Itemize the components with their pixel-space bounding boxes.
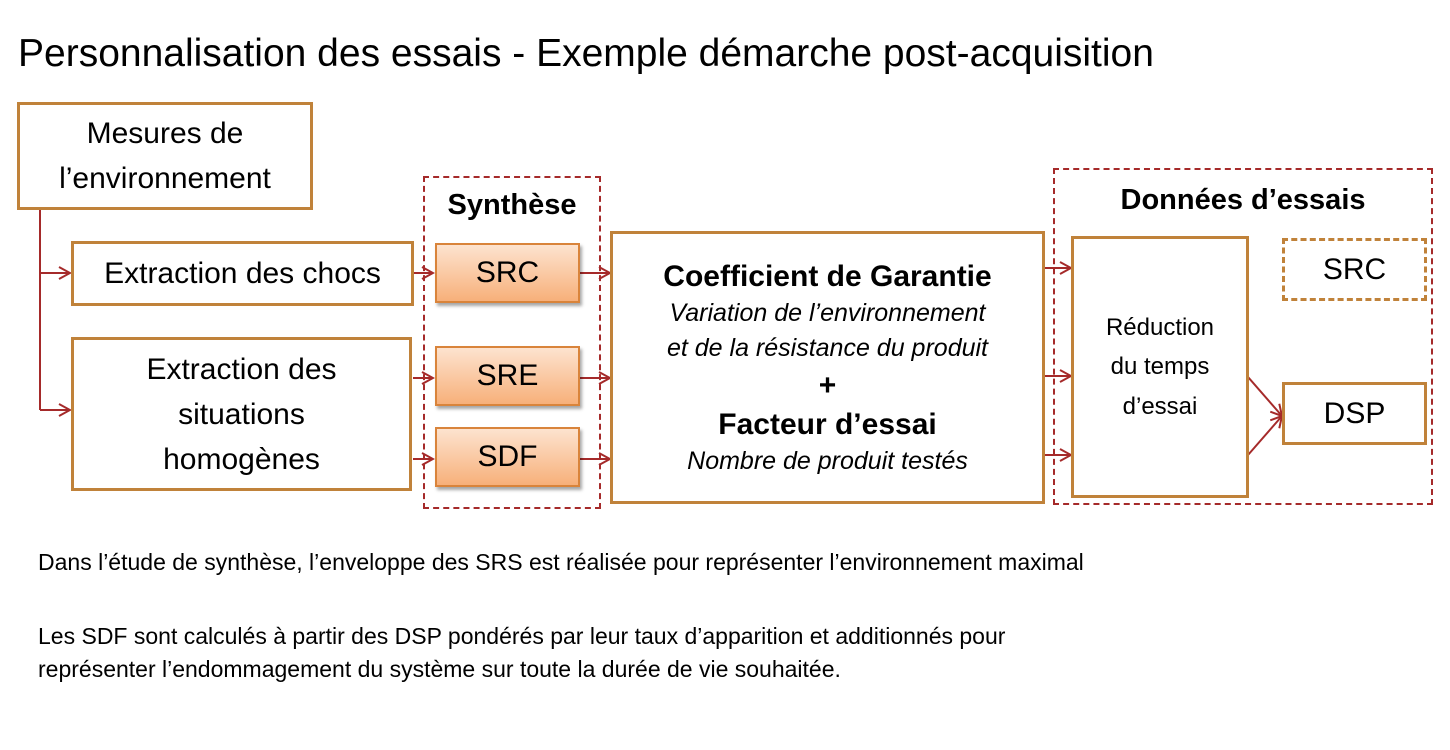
coefficient-line-1: Variation de l’environnement: [669, 298, 986, 327]
mesures-environnement-box: Mesures de l’environnement: [17, 102, 313, 210]
note-synthese: Dans l’étude de synthèse, l’enveloppe de…: [38, 549, 1084, 575]
extraction-chocs-label: Extraction des chocs: [104, 257, 381, 290]
synthese-label: Synthèse: [447, 189, 577, 221]
plus-sign: +: [818, 368, 837, 402]
synthese-sre: SRE: [435, 346, 580, 406]
facteur-title: Facteur d’essai: [718, 407, 937, 441]
reduction-temps-box: Réduction du temps d’essai: [1071, 236, 1249, 498]
extraction-chocs-box: Extraction des chocs: [71, 241, 414, 306]
donnees-src-label: SRC: [1322, 253, 1387, 286]
note-sdf: Les SDF sont calculés à partir des DSP p…: [38, 620, 1005, 687]
arrow-reduction-dsp-2: [1247, 416, 1282, 456]
reduction-line-3: d’essai: [1122, 392, 1198, 420]
synthese-src: SRC: [435, 243, 580, 303]
coefficient-line-2: et de la résistance du produit: [666, 333, 989, 362]
arrow-reduction-dsp-1: [1247, 376, 1282, 416]
donnees-essais-group: [1053, 168, 1433, 505]
coefficient-title: Coefficient de Garantie: [663, 259, 992, 293]
mesures-line-2: l’environnement: [59, 162, 271, 195]
mesures-line-1: Mesures de: [86, 117, 244, 150]
facteur-line: Nombre de produit testés: [687, 446, 968, 475]
donnees-essais-label: Données d’essais: [1120, 184, 1366, 216]
donnees-src-box: SRC: [1282, 238, 1427, 301]
extraction-situations-box: Extraction des situations homogènes: [71, 337, 412, 491]
situations-line-3: homogènes: [163, 442, 320, 476]
dsp-label: DSP: [1323, 397, 1386, 430]
dsp-box: DSP: [1282, 382, 1427, 445]
situations-line-1: Extraction des: [146, 352, 337, 386]
synthese-sdf: SDF: [435, 427, 580, 487]
note-sdf-line-1: Les SDF sont calculés à partir des DSP p…: [38, 623, 1006, 649]
page-title: Personnalisation des essais - Exemple dé…: [18, 32, 1154, 75]
situations-line-2: situations: [178, 397, 305, 431]
coefficient-garantie-box: Coefficient de Garantie Variation de l’e…: [610, 231, 1045, 504]
reduction-line-1: Réduction: [1105, 313, 1215, 341]
reduction-line-2: du temps: [1110, 353, 1210, 381]
note-sdf-line-2: représenter l’endommagement du système s…: [38, 656, 841, 683]
synthese-group: [423, 176, 601, 509]
